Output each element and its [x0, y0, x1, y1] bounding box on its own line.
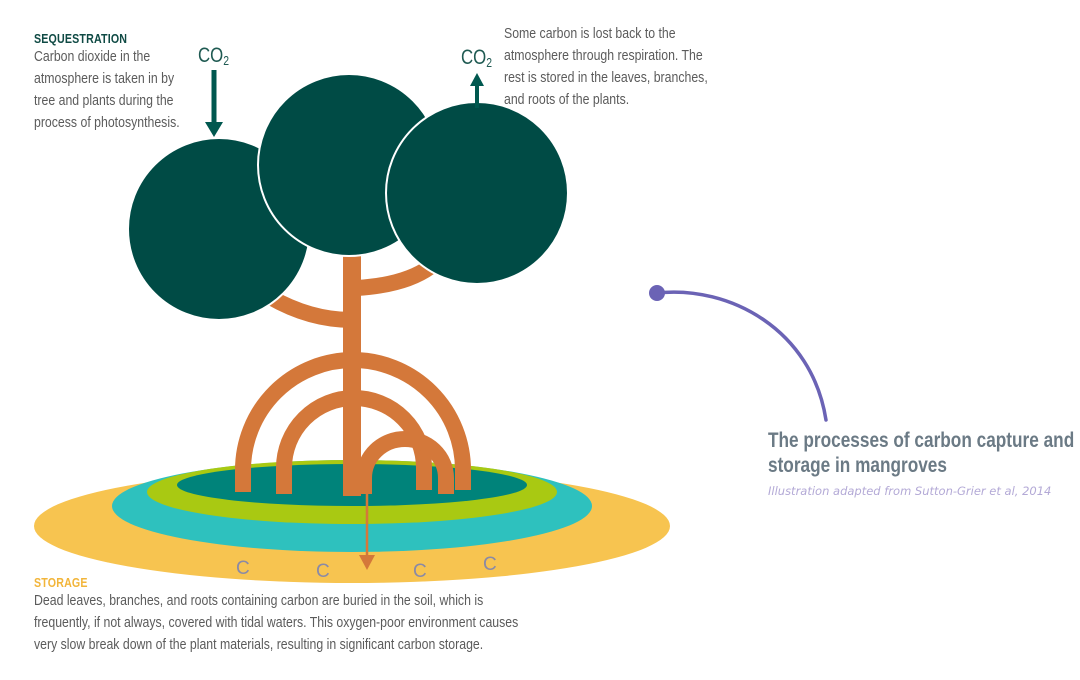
- respiration-block: Some carbon is lost back to the atmosphe…: [504, 23, 752, 111]
- text-line: atmosphere through respiration. The: [504, 47, 703, 64]
- text-line: tree and plants during the: [34, 92, 174, 109]
- text-line: and roots of the plants.: [504, 91, 630, 108]
- carbon-label: C: [413, 561, 427, 582]
- text-line: very slow break down of the plant materi…: [34, 636, 484, 653]
- storage-block: STORAGE Dead leaves, branches, and roots…: [34, 575, 625, 656]
- respiration-text: Some carbon is lost back to the atmosphe…: [504, 23, 708, 111]
- connector-dot: [649, 285, 665, 301]
- caption-title-line: The processes of carbon capture and: [768, 429, 1075, 452]
- prop-root-small: [356, 431, 454, 494]
- caption-credit: Illustration adapted from Sutton-Grier e…: [768, 484, 1052, 498]
- co2-in-label: CO2: [198, 44, 229, 68]
- sequestration-block: SEQUESTRATION Carbon dioxide in the atmo…: [34, 31, 212, 134]
- carbon-label: C: [483, 554, 497, 575]
- arrow-down-icon: [205, 70, 223, 137]
- co2-out-subscript: 2: [486, 55, 492, 70]
- caption-title: The processes of carbon capture and stor…: [768, 428, 1074, 478]
- sequestration-text: Carbon dioxide in the atmosphere is take…: [34, 46, 180, 134]
- text-line: atmosphere is taken in by: [34, 70, 175, 87]
- caption-connector: [649, 285, 828, 422]
- sequestration-title: SEQUESTRATION: [34, 31, 128, 46]
- arrow-up-icon: [470, 73, 484, 108]
- text-line: frequently, if not always, covered with …: [34, 614, 519, 631]
- text-line: process of photosynthesis.: [34, 114, 180, 131]
- canopy-right: [385, 101, 569, 285]
- co2-out-label: CO2: [461, 46, 492, 70]
- carbon-label: C: [236, 558, 250, 579]
- text-line: Dead leaves, branches, and roots contain…: [34, 592, 484, 609]
- text-line: rest is stored in the leaves, branches,: [504, 69, 708, 86]
- text-line: Carbon dioxide in the: [34, 48, 151, 65]
- caption-block: The processes of carbon capture and stor…: [768, 428, 1080, 498]
- soil-carbon-labels: C C C C: [236, 554, 497, 582]
- storage-title: STORAGE: [34, 575, 88, 590]
- trunk: [343, 256, 361, 496]
- co2-in-subscript: 2: [223, 53, 229, 68]
- storage-arrow-icon: [357, 486, 375, 570]
- canopy: [127, 73, 569, 321]
- branch-right: [356, 260, 435, 296]
- storage-text: Dead leaves, branches, and roots contain…: [34, 590, 518, 656]
- text-line: Some carbon is lost back to the: [504, 25, 676, 42]
- caption-title-line: storage in mangroves: [768, 454, 947, 477]
- branch-left: [266, 290, 353, 328]
- carbon-label: C: [316, 561, 330, 582]
